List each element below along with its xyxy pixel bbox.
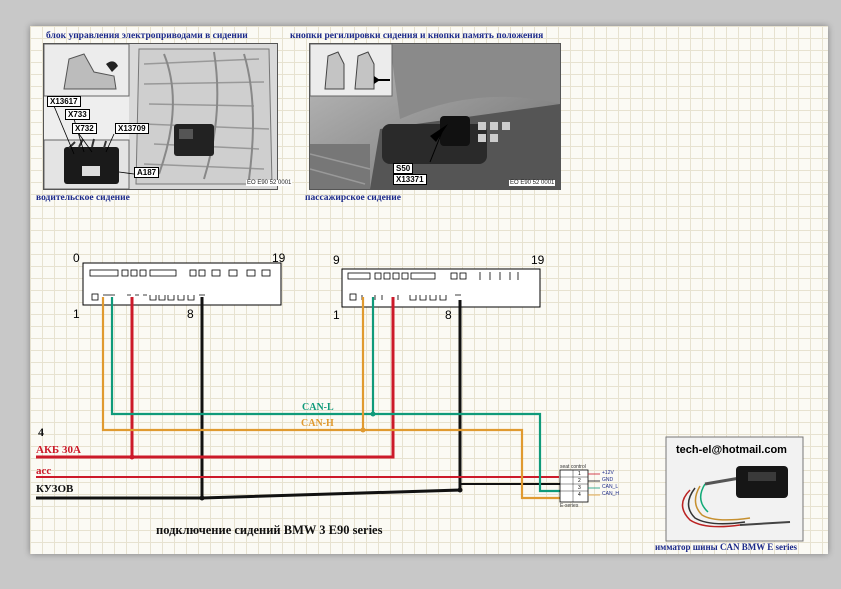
- wire-label-kuzov: КУЗОВ: [36, 483, 74, 495]
- emulator-num-1: 1: [578, 471, 581, 477]
- label-x13371: X13371: [393, 174, 427, 185]
- emulator-module: [559, 469, 600, 503]
- connector-left: [82, 262, 282, 306]
- wire-bundle: [36, 297, 560, 501]
- wire-label-can-h: CAN-H: [301, 418, 334, 429]
- passenger-seat-photo: [309, 43, 561, 190]
- emulator-inset-photo: [665, 436, 804, 542]
- caption-driver-unit: блок управления электроприводами в сиден…: [46, 31, 248, 41]
- wire-number: 4: [38, 425, 44, 439]
- label-x732: X732: [72, 123, 97, 134]
- code-right: EO E90 52 0001: [509, 180, 556, 186]
- wire-label-acc: acc: [36, 465, 52, 477]
- code-left: EO E90 52 0001: [246, 180, 293, 186]
- wire-label-can-l: CAN-L: [302, 402, 334, 413]
- left-pin-8: 8: [187, 307, 194, 321]
- emulator-pin-gnd: GND: [602, 477, 614, 483]
- diagram-title: подключение сидений BMW 3 E90 series: [156, 523, 383, 537]
- caption-buttons-memory: кнопки регилировки сидения и кнопки памя…: [290, 31, 544, 41]
- emulator-num-2: 2: [578, 478, 581, 484]
- left-pin-0: 0: [73, 251, 80, 265]
- left-pin-19: 19: [272, 251, 286, 265]
- passenger-seat-photo-art: [310, 44, 560, 189]
- right-pin-8: 8: [445, 308, 452, 322]
- emulator-pin-12v: +12V: [602, 470, 614, 476]
- email-address: tech-el@hotmail.com: [676, 444, 787, 456]
- emulator-footer: E-series: [560, 503, 579, 509]
- label-s50: S50: [393, 163, 414, 174]
- label-a187: A187: [134, 167, 160, 178]
- wire-label-akb: АКБ 30А: [36, 444, 81, 456]
- label-x733: X733: [65, 109, 90, 120]
- driver-seat-photo: [43, 43, 278, 190]
- left-pin-1: 1: [73, 307, 80, 321]
- caption-driver-seat: водительское сидение: [36, 193, 130, 203]
- emulator-pin-can-l: CAN_L: [602, 484, 619, 490]
- inset-caption: имматор шины CAN BMW E series: [655, 542, 798, 552]
- connector-right: [341, 268, 541, 308]
- emulator-numbers: 1 2 3 4: [578, 471, 581, 499]
- emulator-title: seat control: [560, 464, 586, 470]
- emulator-pin-can-h: CAN_H: [602, 491, 619, 497]
- driver-seat-photo-art: [44, 44, 277, 189]
- emulator-num-3: 3: [578, 485, 581, 491]
- right-pin-9: 9: [333, 253, 340, 267]
- caption-passenger-seat: пассажирское сидение: [305, 193, 401, 203]
- right-pin-1: 1: [333, 308, 340, 322]
- emulator-num-4: 4: [578, 492, 581, 498]
- emulator-pin-names: +12V GND CAN_L CAN_H: [602, 470, 619, 498]
- label-x13617: X13617: [47, 96, 81, 107]
- label-x13709: X13709: [115, 123, 149, 134]
- right-pin-19: 19: [531, 253, 545, 267]
